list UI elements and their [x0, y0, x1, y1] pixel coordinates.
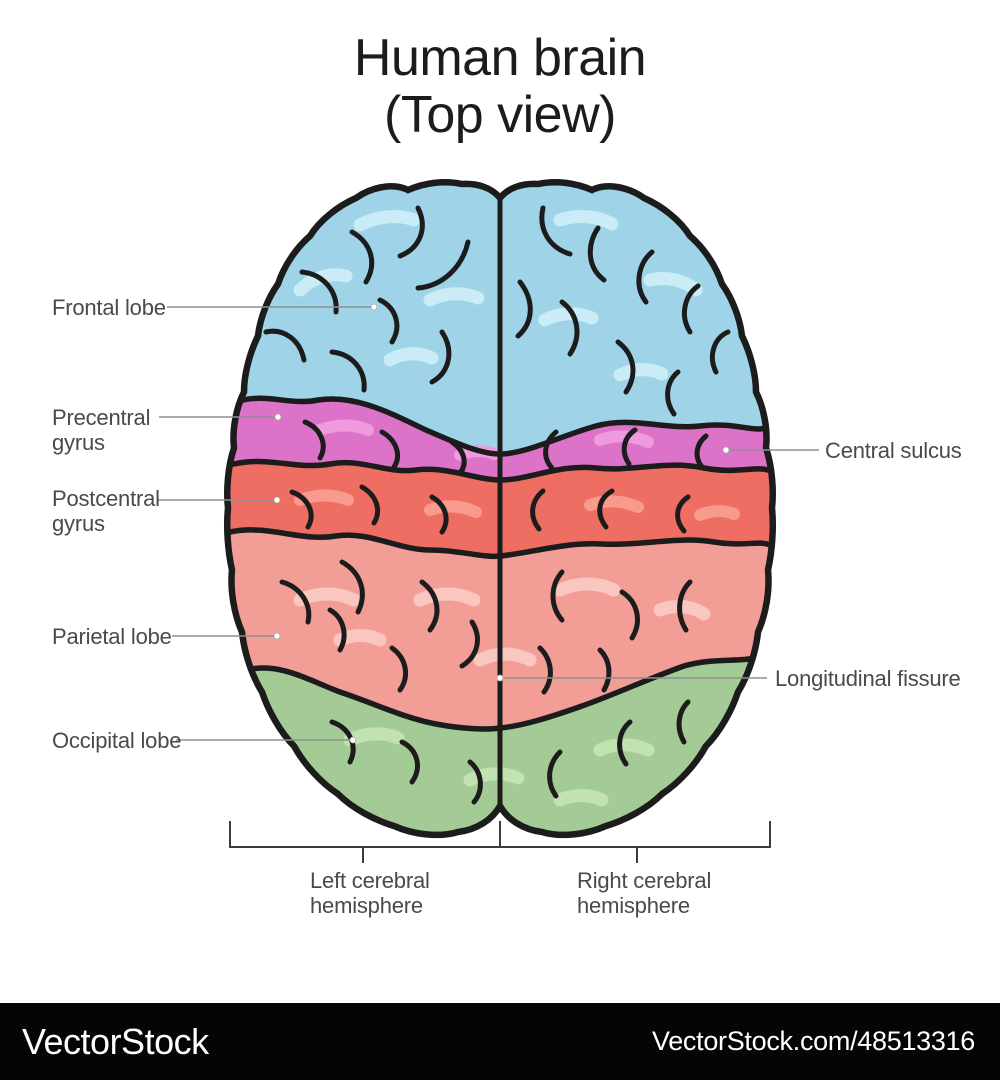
- title-line-2: (Top view): [384, 86, 616, 144]
- leader-dot: [273, 632, 281, 640]
- leader-dot: [274, 413, 282, 421]
- label-parietal-lobe-text: Parietal lobe: [52, 624, 172, 649]
- leader-lines: [157, 306, 819, 741]
- label-postcentral-gyrus: Postcentral gyrus: [52, 486, 160, 536]
- leader-dot: [722, 446, 730, 454]
- watermark-brand: VectorStock: [22, 1020, 209, 1062]
- label-left-hemisphere-line1: Left cerebral: [310, 868, 430, 893]
- watermark-image-ref: VectorStock.com/48513316: [651, 1026, 975, 1056]
- label-parietal-lobe: Parietal lobe: [52, 624, 172, 649]
- page-title: Human brain (Top view): [0, 30, 1000, 144]
- label-frontal-lobe: Frontal lobe: [52, 295, 166, 320]
- leader-dot: [273, 496, 281, 504]
- label-longitudinal-fissure-text: Longitudinal fissure: [775, 666, 961, 691]
- label-precentral-line1: Precentral: [52, 405, 151, 430]
- hemisphere-bracket: [229, 821, 771, 863]
- label-occipital-lobe-text: Occipital lobe: [52, 728, 182, 753]
- leader-dot: [349, 736, 357, 744]
- leader-dot: [496, 674, 504, 682]
- label-postcentral-line2: gyrus: [52, 511, 105, 536]
- label-central-sulcus-text: Central sulcus: [825, 438, 962, 463]
- title-line-1: Human brain: [353, 29, 647, 87]
- label-longitudinal-fissure: Longitudinal fissure: [775, 666, 961, 691]
- label-central-sulcus: Central sulcus: [825, 438, 962, 463]
- label-precentral-gyrus: Precentral gyrus: [52, 405, 150, 455]
- label-right-hemisphere-line1: Right cerebral: [577, 868, 712, 893]
- label-occipital-lobe: Occipital lobe: [52, 728, 181, 753]
- leader-dot: [370, 303, 378, 311]
- label-left-hemisphere-line2: hemisphere: [310, 893, 423, 918]
- label-right-hemisphere: Right cerebral hemisphere: [577, 868, 711, 918]
- gyri-sulci-lines: [263, 205, 731, 805]
- watermark-bar: VectorStock VectorStock.com/48513316: [0, 1003, 1000, 1080]
- label-postcentral-line1: Postcentral: [52, 486, 160, 511]
- leader-dots: [273, 303, 730, 744]
- label-precentral-line2: gyrus: [52, 430, 105, 455]
- brain-illustration: [223, 179, 777, 839]
- label-right-hemisphere-line2: hemisphere: [577, 893, 690, 918]
- frontal-highlights: [293, 210, 703, 382]
- label-left-hemisphere: Left cerebral hemisphere: [310, 868, 430, 918]
- brain-outline: [223, 179, 777, 839]
- label-frontal-lobe-text: Frontal lobe: [52, 295, 166, 320]
